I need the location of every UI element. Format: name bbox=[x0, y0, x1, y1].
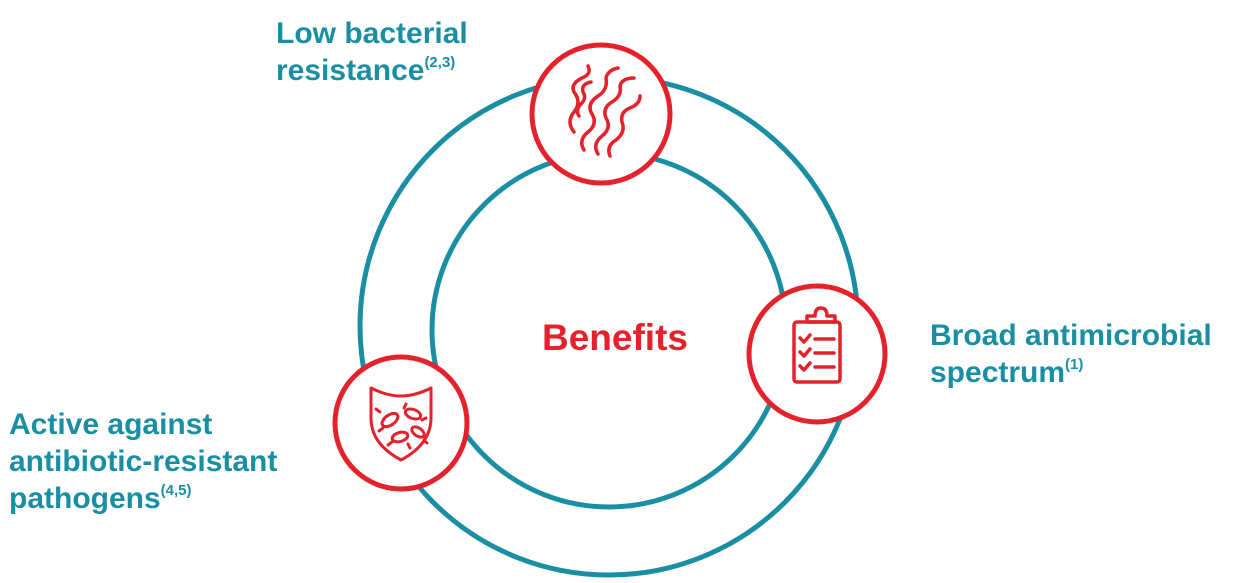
benefit-label-broad-antimicrobial-spectrum: Broad antimicrobial spectrum(1) bbox=[930, 317, 1212, 391]
node-active-against-pathogens bbox=[332, 354, 470, 492]
reference-superscript: (4,5) bbox=[160, 482, 192, 499]
reference-superscript: (2,3) bbox=[424, 54, 456, 71]
benefit-label-line: resistance bbox=[276, 54, 425, 87]
benefit-label-line: pathogens bbox=[9, 482, 161, 515]
center-title: Benefits bbox=[542, 317, 688, 358]
clipboard-checklist-icon bbox=[792, 306, 842, 384]
benefit-label-line: Active against bbox=[9, 408, 213, 441]
benefit-label-line: spectrum bbox=[930, 356, 1066, 389]
node-low-bacterial-resistance bbox=[529, 42, 673, 186]
node-broad-antimicrobial-spectrum bbox=[746, 283, 888, 425]
reference-superscript: (1) bbox=[1065, 356, 1084, 373]
benefit-label-line: Low bacterial bbox=[276, 17, 468, 50]
benefit-label-line: Broad antimicrobial bbox=[930, 319, 1212, 352]
benefit-label-low-bacterial-resistance: Low bacterial resistance(2,3) bbox=[276, 15, 468, 89]
shield-bacteria-icon bbox=[369, 386, 433, 462]
benefit-label-active-against-pathogens: Active against antibiotic-resistant path… bbox=[9, 406, 277, 517]
benefit-label-line: antibiotic-resistant bbox=[9, 445, 278, 478]
bacteria-icon bbox=[568, 64, 642, 158]
